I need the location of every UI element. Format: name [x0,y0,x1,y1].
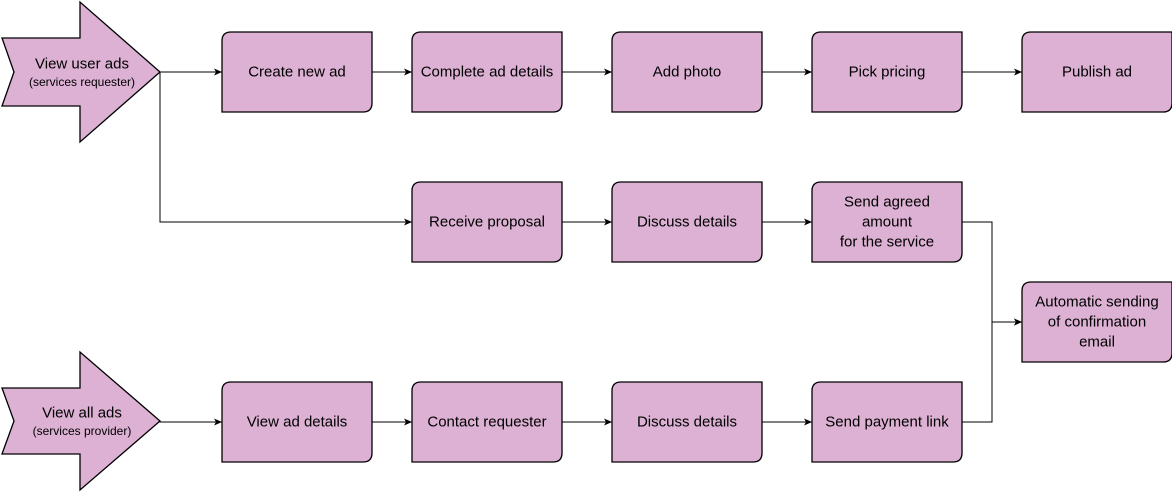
node-label-line: Discuss details [637,214,737,231]
node-box [811,31,963,113]
node-label-line: Receive proposal [429,214,545,231]
process-node-discuss-details-2[interactable]: Discuss details [611,381,763,463]
start-node-view-user-ads[interactable]: View user ads (services requester) [1,0,161,144]
process-node-automatic-confirmation-email[interactable]: Automatic sending of confirmation email [1021,281,1172,363]
node-box [411,181,563,263]
node-label-line: Publish ad [1062,64,1132,81]
process-node-create-new-ad[interactable]: Create new ad [221,31,373,113]
node-box [221,381,373,463]
edge-send-payment-link-to-automatic-confirmation-email [962,318,1022,423]
node-label-line: Send agreed [844,194,930,211]
edges-layer [159,68,1022,426]
process-node-pick-pricing[interactable]: Pick pricing [811,31,963,113]
arrow-shape [1,0,161,144]
process-node-contact-requester[interactable]: Contact requester [411,381,563,463]
node-label-line: Pick pricing [849,64,926,81]
node-box [611,181,763,263]
process-node-complete-ad-details[interactable]: Complete ad details [411,31,563,113]
edge-view-user-ads-to-receive-proposal [159,72,412,226]
start-node-subtitle: (services requester) [29,75,135,89]
start-node-subtitle: (services provider) [33,424,132,438]
start-node-title: View user ads [35,56,129,73]
process-node-discuss-details-1[interactable]: Discuss details [611,181,763,263]
start-node-view-all-ads[interactable]: View all ads (services provider) [1,350,161,492]
node-label-line: Send payment link [825,414,949,431]
start-node-title: View all ads [42,405,122,422]
process-node-view-ad-details[interactable]: View ad details [221,381,373,463]
node-box [611,31,763,113]
node-box [221,31,373,113]
node-label-line: Add photo [653,64,721,81]
process-node-add-photo[interactable]: Add photo [611,31,763,113]
node-label-line: for the service [840,234,934,251]
node-label-line: email [1079,334,1115,351]
node-box [811,381,963,463]
process-node-send-agreed-amount[interactable]: Send agreed amount for the service [811,181,963,263]
process-node-publish-ad[interactable]: Publish ad [1021,31,1172,113]
node-label-line: Complete ad details [421,64,554,81]
node-label-line: amount [862,214,913,231]
node-label-line: Create new ad [248,64,346,81]
edge-send-agreed-amount-to-automatic-confirmation-email [962,221,1022,326]
edge-view-all-ads-to-view-ad-details [159,418,222,426]
node-box [411,381,563,463]
arrow-shape [1,350,161,492]
node-label-line: of confirmation [1048,314,1146,331]
node-label-line: View ad details [247,414,348,431]
process-node-receive-proposal[interactable]: Receive proposal [411,181,563,263]
node-box [811,181,963,263]
node-box [611,381,763,463]
node-label-line: Discuss details [637,414,737,431]
process-node-send-payment-link[interactable]: Send payment link [811,381,963,463]
node-label-line: Automatic sending [1035,294,1158,311]
node-box [411,31,563,113]
node-label-line: Contact requester [427,414,546,431]
